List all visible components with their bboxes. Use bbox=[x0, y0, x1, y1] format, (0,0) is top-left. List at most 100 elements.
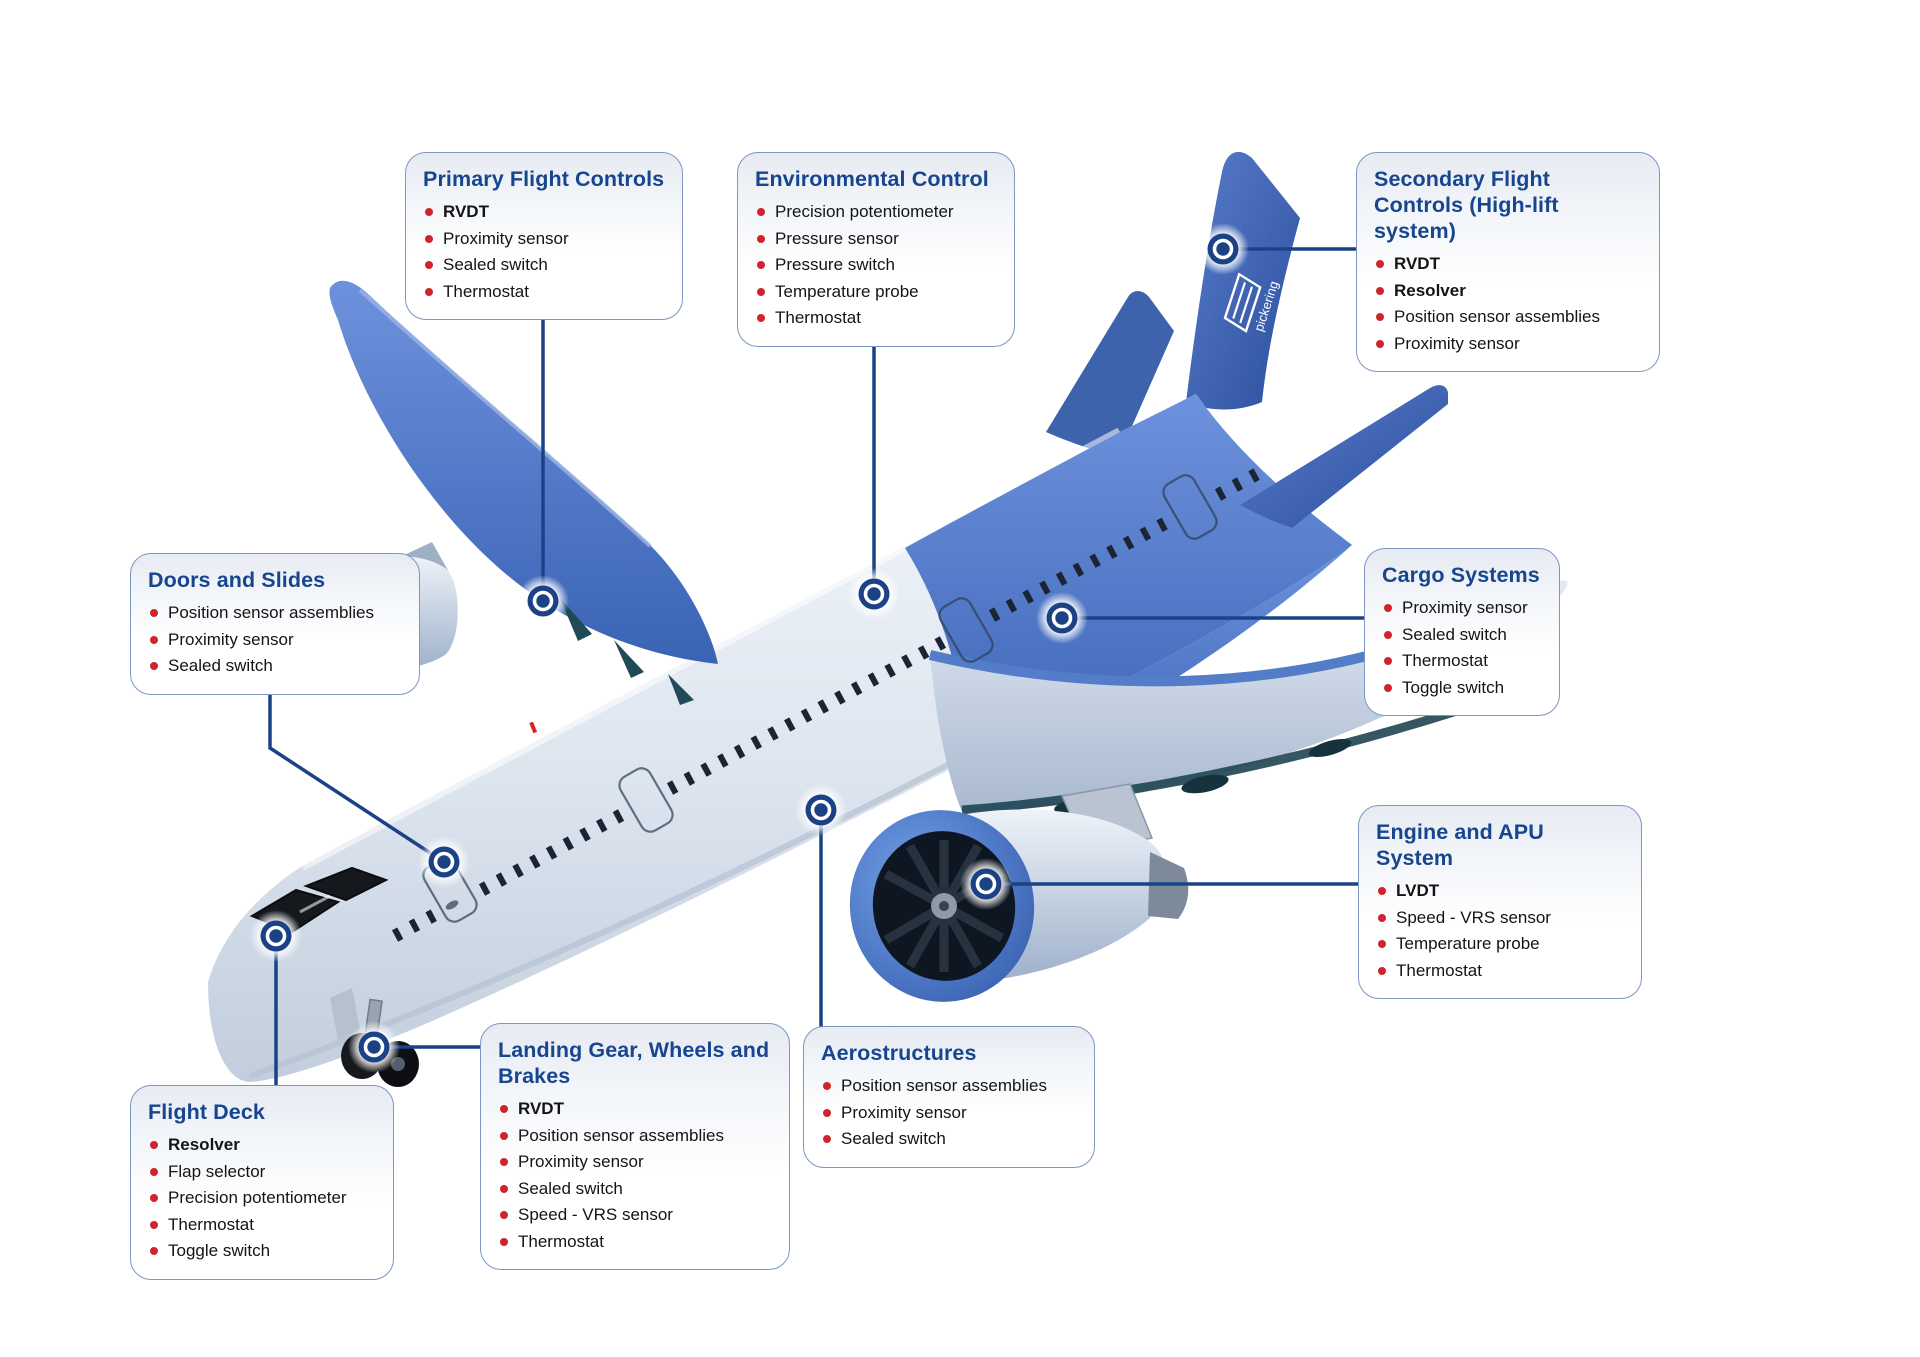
bullet-icon bbox=[150, 1247, 158, 1256]
sensor-item: LVDT bbox=[1378, 878, 1624, 905]
sensor-list: LVDT Speed - VRS sensor Temperature prob… bbox=[1376, 878, 1624, 984]
bullet-icon bbox=[1378, 940, 1386, 949]
bullet-icon bbox=[1376, 339, 1384, 348]
sensor-item: Thermostat bbox=[150, 1212, 376, 1239]
sensor-item: Proximity sensor bbox=[1376, 331, 1642, 358]
bullet-icon bbox=[150, 662, 158, 671]
sensor-item: Proximity sensor bbox=[150, 627, 402, 654]
bullet-icon bbox=[1376, 260, 1384, 269]
sensor-item: Precision potentiometer bbox=[757, 199, 997, 226]
sensor-item: Sealed switch bbox=[425, 252, 665, 279]
engine-exhaust bbox=[1148, 852, 1189, 919]
sensor-item: Toggle switch bbox=[150, 1238, 376, 1265]
sensor-item: Speed - VRS sensor bbox=[1378, 905, 1624, 932]
sensor-item: Thermostat bbox=[500, 1229, 772, 1256]
sensor-item: Thermostat bbox=[757, 305, 997, 332]
bullet-icon bbox=[425, 208, 433, 217]
sensor-list: Precision potentiometer Pressure sensor … bbox=[755, 199, 997, 332]
bullet-icon bbox=[500, 1211, 508, 1220]
callout-doors-and-slides: Doors and Slides Position sensor assembl… bbox=[130, 553, 420, 695]
sensor-item: Toggle switch bbox=[1384, 675, 1542, 702]
sensor-item: Proximity sensor bbox=[823, 1100, 1077, 1127]
bullet-icon bbox=[150, 609, 158, 618]
sensor-list: RVDT Position sensor assemblies Proximit… bbox=[498, 1096, 772, 1255]
callout-title: Primary Flight Controls bbox=[423, 167, 665, 191]
sensor-item: Flap selector bbox=[150, 1159, 376, 1186]
bullet-icon bbox=[1378, 966, 1386, 975]
callout-aerostructures: Aerostructures Position sensor assemblie… bbox=[803, 1026, 1095, 1168]
sensor-item: Resolver bbox=[1376, 278, 1642, 305]
flap-fairing bbox=[614, 640, 644, 678]
bullet-icon bbox=[500, 1237, 508, 1246]
callout-flight-deck: Flight Deck Resolver Flap selector Preci… bbox=[130, 1085, 394, 1280]
cabin-windows bbox=[391, 462, 1272, 942]
callout-title: Secondary Flight Controls (High-lift sys… bbox=[1374, 167, 1559, 243]
callout-landing-gear: Landing Gear, Wheels and Brakes RVDT Pos… bbox=[480, 1023, 790, 1270]
bullet-icon bbox=[425, 234, 433, 243]
bullet-icon bbox=[150, 1167, 158, 1176]
bullet-icon bbox=[500, 1158, 508, 1167]
right-horizontal-stabilizer bbox=[1240, 385, 1448, 528]
sensor-item: Thermostat bbox=[425, 279, 665, 306]
bullet-icon bbox=[1384, 657, 1392, 666]
callout-title: Landing Gear, Wheels and Brakes bbox=[498, 1038, 770, 1088]
sensor-item: Temperature probe bbox=[1378, 931, 1624, 958]
callout-title: Aerostructures bbox=[821, 1041, 977, 1065]
bullet-icon bbox=[150, 1220, 158, 1229]
sensor-item: Position sensor assemblies bbox=[1376, 304, 1642, 331]
bullet-icon bbox=[823, 1135, 831, 1144]
left-wing-leading-edge bbox=[358, 288, 652, 548]
bullet-icon bbox=[150, 1194, 158, 1203]
beacon-light bbox=[529, 721, 538, 734]
callout-primary-flight-controls: Primary Flight Controls RVDT Proximity s… bbox=[405, 152, 683, 320]
sensor-item: Precision potentiometer bbox=[150, 1185, 376, 1212]
sensor-list: Proximity sensor Sealed switch Thermosta… bbox=[1382, 595, 1542, 701]
bullet-icon bbox=[1384, 683, 1392, 692]
callout-title: Cargo Systems bbox=[1382, 563, 1540, 587]
callout-secondary-flight-controls: Secondary Flight Controls (High-lift sys… bbox=[1356, 152, 1660, 372]
sensor-list: Position sensor assemblies Proximity sen… bbox=[148, 600, 402, 680]
callout-title: Environmental Control bbox=[755, 167, 989, 191]
sensor-item: Resolver bbox=[150, 1132, 376, 1159]
bullet-icon bbox=[500, 1184, 508, 1193]
bullet-icon bbox=[425, 261, 433, 270]
bullet-icon bbox=[757, 287, 765, 296]
flap-fairing bbox=[668, 674, 694, 705]
callout-title: Engine and APU System bbox=[1376, 820, 1544, 870]
bullet-icon bbox=[1378, 913, 1386, 922]
sensor-item: Thermostat bbox=[1378, 958, 1624, 985]
center-engine bbox=[849, 783, 1189, 1002]
sensor-item: Thermostat bbox=[1384, 648, 1542, 675]
sensor-item: Sealed switch bbox=[150, 653, 402, 680]
left-horizontal-stabilizer bbox=[1046, 291, 1174, 458]
sensor-item: Pressure sensor bbox=[757, 226, 997, 253]
sensor-item: RVDT bbox=[1376, 251, 1642, 278]
callout-title: Doors and Slides bbox=[148, 568, 326, 592]
sensor-item: Temperature probe bbox=[757, 279, 997, 306]
sensor-item: RVDT bbox=[425, 199, 665, 226]
callout-title: Flight Deck bbox=[148, 1100, 265, 1124]
bullet-icon bbox=[150, 1141, 158, 1150]
sensor-item: Sealed switch bbox=[1384, 622, 1542, 649]
sensor-item: RVDT bbox=[500, 1096, 772, 1123]
flap-fairing bbox=[1308, 738, 1352, 758]
sensor-item: Speed - VRS sensor bbox=[500, 1202, 772, 1229]
flap-fairing bbox=[1181, 774, 1229, 794]
callout-engine-and-apu: Engine and APU System LVDT Speed - VRS s… bbox=[1358, 805, 1642, 999]
bullet-icon bbox=[500, 1105, 508, 1114]
right-wing-trailing-strip bbox=[961, 705, 1462, 815]
callout-cargo-systems: Cargo Systems Proximity sensor Sealed sw… bbox=[1364, 548, 1560, 716]
vertical-stabilizer bbox=[1186, 151, 1300, 410]
bullet-icon bbox=[500, 1131, 508, 1140]
bullet-icon bbox=[150, 635, 158, 644]
bullet-icon bbox=[425, 287, 433, 296]
sensor-list: RVDT Resolver Position sensor assemblies… bbox=[1374, 251, 1642, 357]
callout-environmental-control: Environmental Control Precision potentio… bbox=[737, 152, 1015, 347]
bullet-icon bbox=[1384, 604, 1392, 613]
bullet-icon bbox=[1376, 313, 1384, 322]
bullet-icon bbox=[1376, 286, 1384, 295]
sensor-item: Sealed switch bbox=[500, 1176, 772, 1203]
bullet-icon bbox=[757, 208, 765, 217]
